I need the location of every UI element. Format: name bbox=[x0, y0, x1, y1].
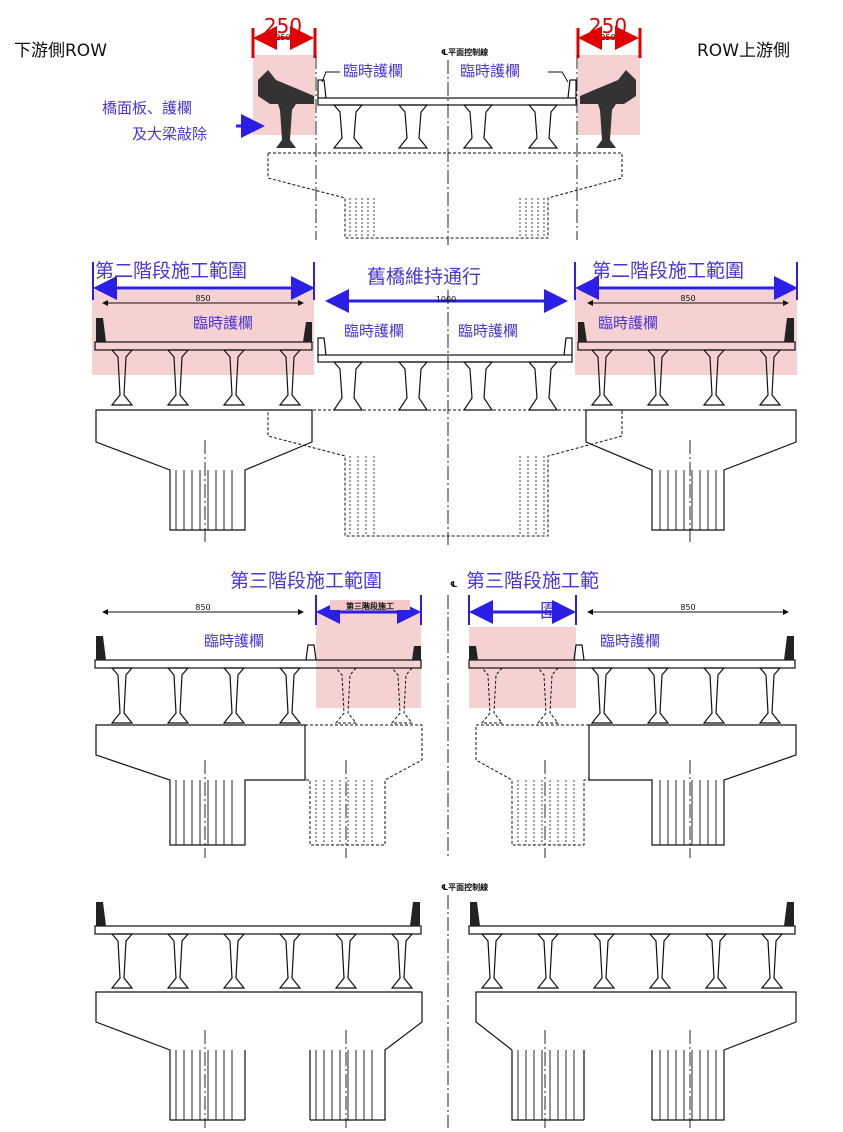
temp-barrier-label-2c: 臨時護欄 bbox=[458, 322, 518, 340]
stage2-range-right: 第二階段施工範圍 bbox=[592, 260, 744, 282]
stage-4-section: ℄平面控制線 bbox=[94, 882, 797, 1128]
old-bridge-traffic-label: 舊橋維持通行 bbox=[367, 266, 481, 288]
temp-barrier-label-1b: 臨時護欄 bbox=[460, 62, 520, 80]
temp-barrier-label-2a: 臨時護欄 bbox=[193, 314, 253, 332]
dim-850-stage3-right: 850 bbox=[680, 603, 695, 612]
center-line-label-bottom: ℄平面控制線 bbox=[441, 882, 488, 892]
removal-note-line2: 及大梁敲除 bbox=[132, 125, 207, 143]
center-line-label-top: ℄平面控制線 bbox=[441, 47, 488, 57]
dim-850-stage2-left: 850 bbox=[195, 294, 210, 303]
stage-3-section: 第三階段施工範圍 ℄ 第三階段施工範 圍 第三階段施工 850 850 臨時護欄… bbox=[94, 570, 797, 858]
dim-850-stage2-right: 850 bbox=[680, 294, 695, 303]
temp-barrier-label-3a: 臨時護欄 bbox=[204, 632, 264, 650]
dim-1000: 1000 bbox=[436, 295, 456, 304]
stage-2-section: 第二階段施工範圍 第二階段施工範圍 舊橋維持通行 1000 850 850 臨時… bbox=[92, 260, 798, 545]
stage3-zone-left bbox=[316, 610, 421, 708]
temp-barrier-label-2d: 臨時護欄 bbox=[598, 314, 658, 332]
stage3-range-left: 第三階段施工範圍 bbox=[230, 570, 382, 592]
downstream-row-label: 下游側ROW bbox=[14, 41, 107, 61]
removal-note-line1: 橋面板、護欄 bbox=[102, 99, 192, 117]
stage3-range-right-a: 第三階段施工範 bbox=[466, 570, 599, 592]
stage-1-section: 250 250 250 250 下游側ROW ROW上游側 ℄平面控制線 橋面板… bbox=[14, 14, 790, 245]
temp-barrier-label-3b: 臨時護欄 bbox=[600, 632, 660, 650]
dim-850-stage3-left: 850 bbox=[195, 603, 210, 612]
stage2-range-left: 第二階段施工範圍 bbox=[95, 260, 247, 282]
upstream-row-label: ROW上游側 bbox=[697, 41, 790, 61]
temp-barrier-label-1a: 臨時護欄 bbox=[343, 62, 403, 80]
center-line-symbol-stage3: ℄ bbox=[450, 580, 457, 589]
temp-barrier-label-2b: 臨時護欄 bbox=[344, 322, 404, 340]
stage3-small-label: 第三階段施工 bbox=[346, 601, 394, 611]
